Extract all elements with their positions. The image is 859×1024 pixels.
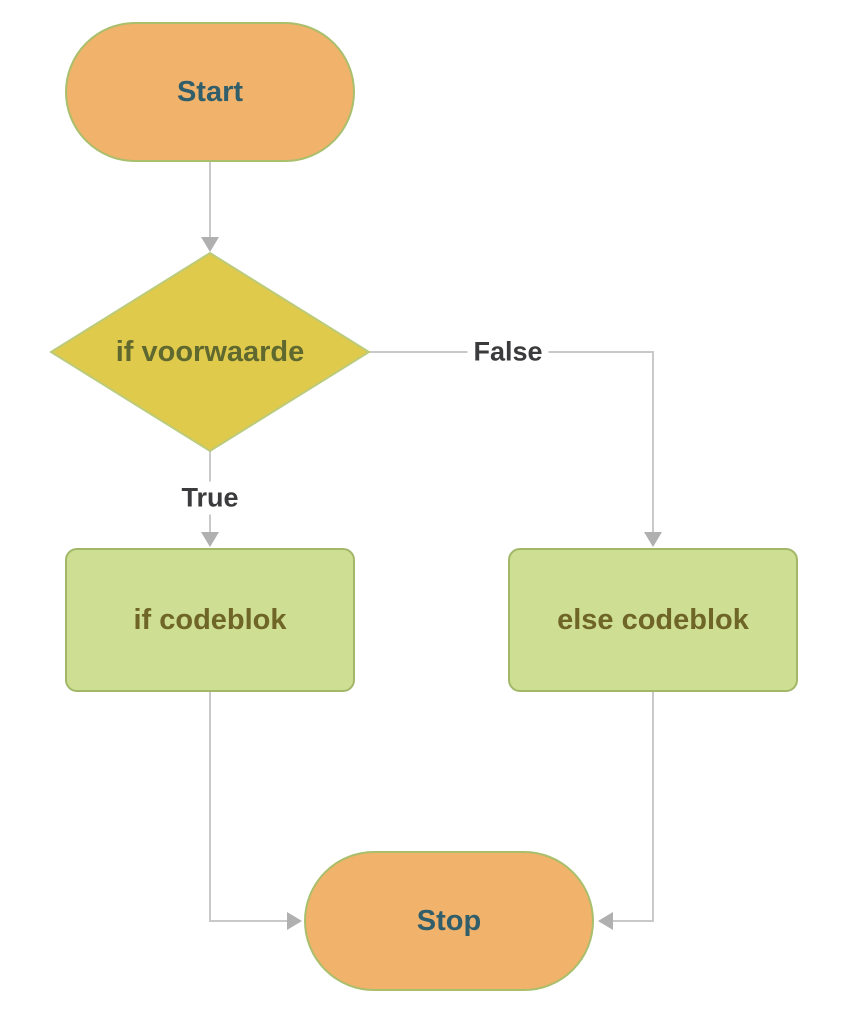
arrowhead-into-condition: [201, 237, 219, 252]
edge-condition-false: [369, 351, 654, 534]
node-else-block: else codeblok: [508, 548, 798, 692]
edge-label-false: False: [467, 335, 549, 369]
node-start: Start: [65, 22, 355, 162]
node-condition-label: if voorwaarde: [115, 335, 305, 368]
arrowhead-into-stop-right: [598, 912, 613, 930]
arrowhead-into-if-block: [201, 532, 219, 547]
node-start-label: Start: [176, 75, 244, 108]
arrowhead-into-else-block: [644, 532, 662, 547]
node-if-block-label: if codeblok: [133, 603, 287, 636]
decision-diamond-shape: [49, 251, 371, 453]
node-else-block-label: else codeblok: [557, 603, 749, 636]
edge-elseblock-to-stop: [611, 692, 654, 922]
node-stop-label: Stop: [416, 904, 482, 937]
node-stop: Stop: [304, 851, 594, 991]
edge-label-true: True: [175, 481, 245, 515]
edge-ifblock-to-stop: [209, 692, 289, 922]
node-if-block: if codeblok: [65, 548, 355, 692]
arrowhead-into-stop-left: [287, 912, 302, 930]
